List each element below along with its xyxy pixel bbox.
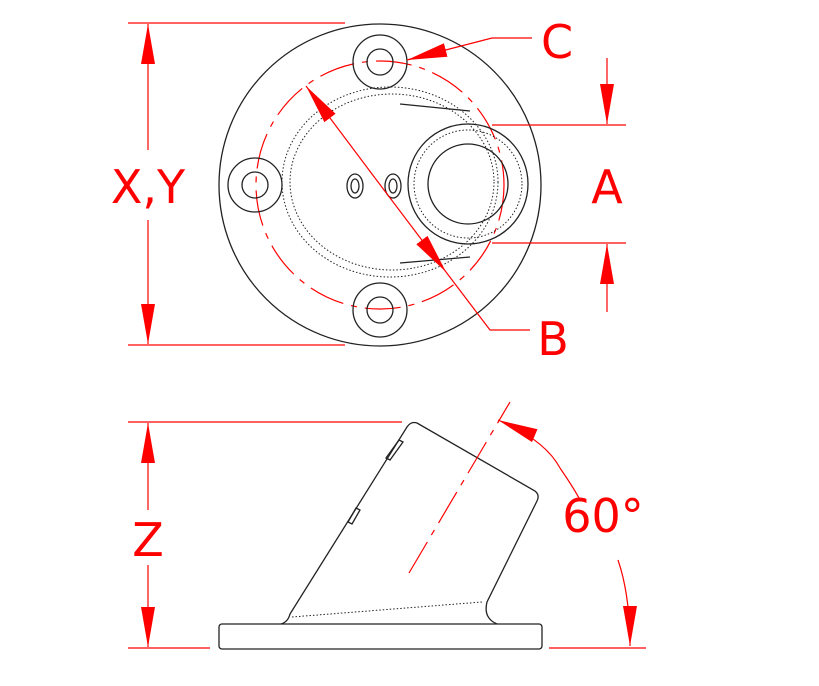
dimension-label-xy: X,Y [111,160,186,214]
dimension-z: Z [128,421,402,649]
dimension-angle: 60° [497,419,646,649]
tube-socket [399,103,529,264]
bolt-hole-top [352,34,408,90]
dimension-label-b: B [537,312,569,366]
dimension-label-a: A [591,160,623,214]
base-flange-outline [218,23,542,347]
top-view [218,23,542,347]
dimension-xy: X,Y [100,22,345,346]
set-screw-side [347,439,404,525]
base-flange-side [218,623,543,650]
dimension-a: A [492,58,626,312]
dimension-c: C [406,15,573,69]
fillet-hidden-line [291,601,483,618]
bolt-circle-centerline [255,60,505,310]
tube-centerline [408,401,511,574]
dimension-label-z: Z [132,513,164,567]
bolt-hole-bottom [352,282,408,338]
set-screws [346,173,402,199]
dimension-b: B [305,85,569,366]
dimension-label-angle: 60° [562,489,644,543]
dimension-label-c: C [541,15,573,69]
side-view [218,401,543,650]
body-transition-hidden-inner [289,93,495,271]
tube-body-side [280,421,539,625]
bolt-hole-left [227,157,283,213]
